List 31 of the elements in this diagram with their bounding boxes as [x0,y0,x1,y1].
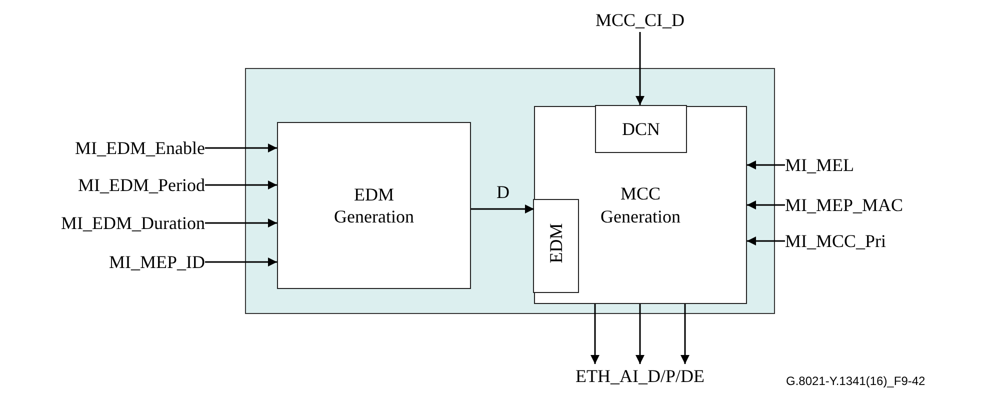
sub-block [533,199,579,293]
block-label: MCC Generation [600,182,682,228]
block-label: DCN [622,118,660,140]
signal-label: MI_EDM_Enable [75,136,205,160]
arrow [636,304,644,364]
arrow [471,204,534,214]
arrow [205,258,277,266]
signal-label: MI_MEP_ID [108,250,205,274]
sub-block [595,105,687,153]
arrow [205,218,277,228]
arrow [747,236,785,246]
process-box [277,122,471,289]
signal-label: MI_EDM_Duration [61,211,205,235]
process-box [534,106,747,304]
arrow [590,304,600,364]
function-block [245,68,775,314]
signal-label: MI_MEP_MAC [785,193,904,217]
arrow [747,160,785,170]
arrow [636,32,644,105]
signal-label: MI_MEL [785,153,854,177]
figure-id: G.8021-Y.1341(16)_F9-42 [786,374,926,388]
signal-label: MI_EDM_Period [78,173,205,197]
arrow [747,200,785,210]
block-label: EDM Generation [333,183,415,228]
arrow [680,304,690,364]
arrow [205,180,277,190]
signal-label: ETH_AI_D/P/DE [576,364,704,388]
block-label: EDM [544,223,567,264]
signal-label: MI_MCC_Pri [785,229,886,253]
arrow [205,144,277,152]
signal-label: MCC_CI_D [596,8,684,32]
